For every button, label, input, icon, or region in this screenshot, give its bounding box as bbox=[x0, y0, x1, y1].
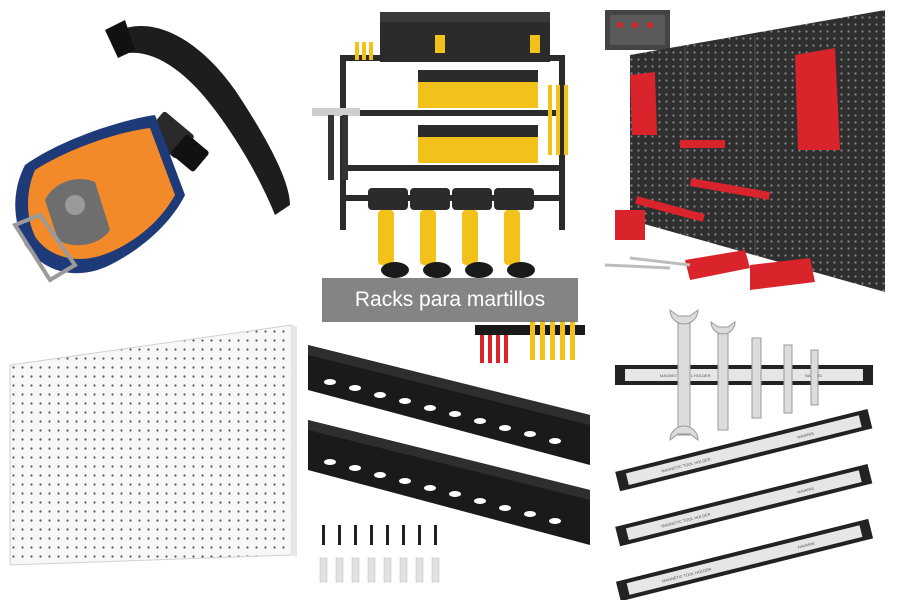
power-tool-rack-illustration bbox=[312, 12, 568, 278]
magnetic-strips-image[interactable]: MAGNETIC TOOL HOLDER NAVARIS MAGNETIC TO… bbox=[600, 300, 900, 600]
hammer-holster-illustration bbox=[12, 20, 290, 283]
white-pegboard-illustration bbox=[9, 324, 297, 566]
strip-brand-3: NAVARIS bbox=[797, 486, 815, 495]
hammer-holster-image[interactable] bbox=[0, 0, 300, 300]
white-pegboard-image[interactable] bbox=[0, 300, 300, 600]
screwdriver-racks-illustration bbox=[308, 320, 590, 583]
category-caption[interactable]: Racks para martillos bbox=[322, 278, 578, 322]
power-tool-rack-image[interactable] bbox=[300, 0, 600, 300]
magnetic-strips-illustration: MAGNETIC TOOL HOLDER NAVARIS MAGNETIC TO… bbox=[615, 308, 874, 600]
screwdriver-racks-image[interactable] bbox=[300, 300, 600, 600]
pegboard-wall-illustration bbox=[604, 10, 885, 292]
pegboard-wall-image[interactable] bbox=[600, 0, 900, 300]
strip-brand-2: NAVARIS bbox=[797, 431, 815, 440]
strip-brand-4: NAVARIS bbox=[797, 541, 815, 550]
